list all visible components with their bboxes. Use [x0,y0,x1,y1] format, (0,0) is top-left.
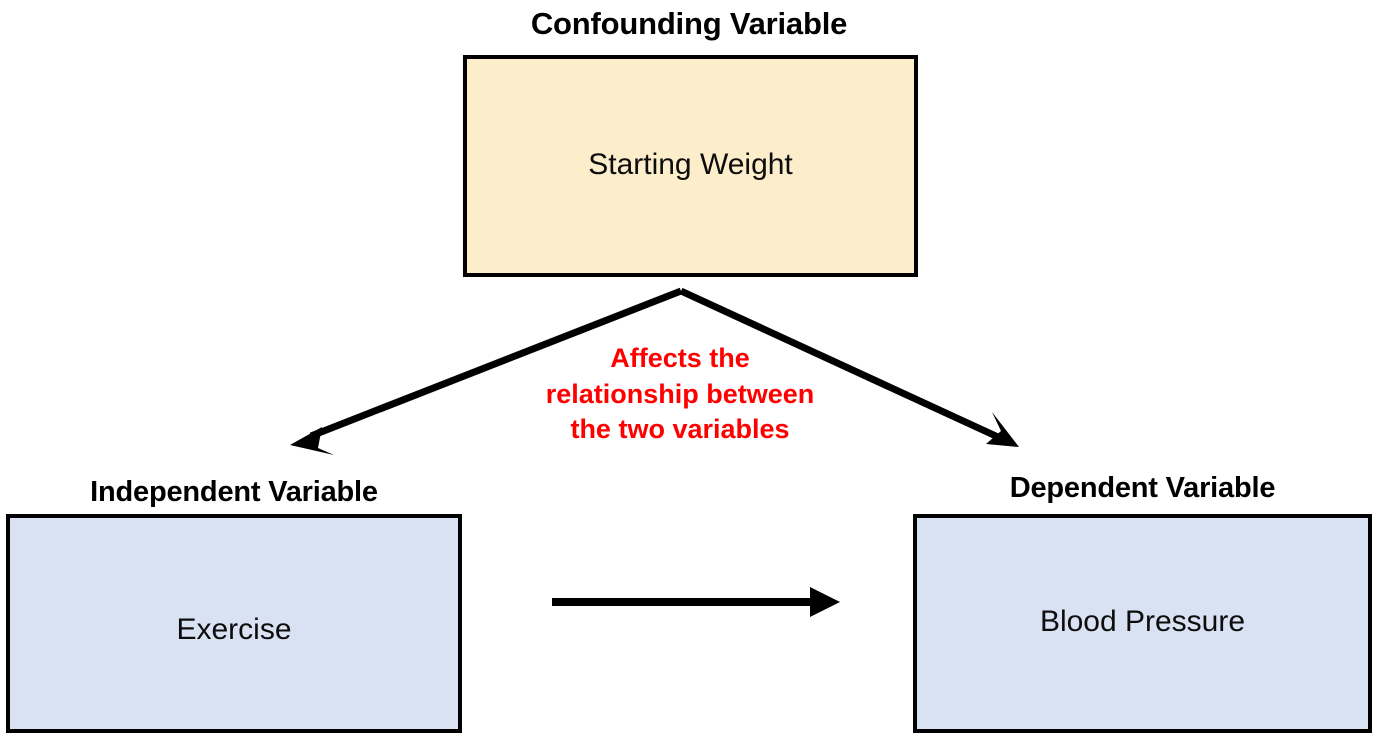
dependent-variable-heading: Dependent Variable [1009,472,1276,504]
independent-variable-box: Exercise [6,514,462,733]
dependent-variable-box: Blood Pressure [913,514,1372,733]
confounding-variable-heading: Confounding Variable [530,6,848,41]
confounding-variable-box: Starting Weight [463,55,918,277]
independent-variable-heading: Independent Variable [90,476,378,508]
arrow-independent-to-dependent [552,587,840,617]
dependent-variable-label: Blood Pressure [1039,604,1246,638]
independent-variable-label: Exercise [176,612,292,646]
affects-relationship-note: Affects the relationship between the two… [545,343,815,445]
confounding-variable-label: Starting Weight [588,148,793,181]
